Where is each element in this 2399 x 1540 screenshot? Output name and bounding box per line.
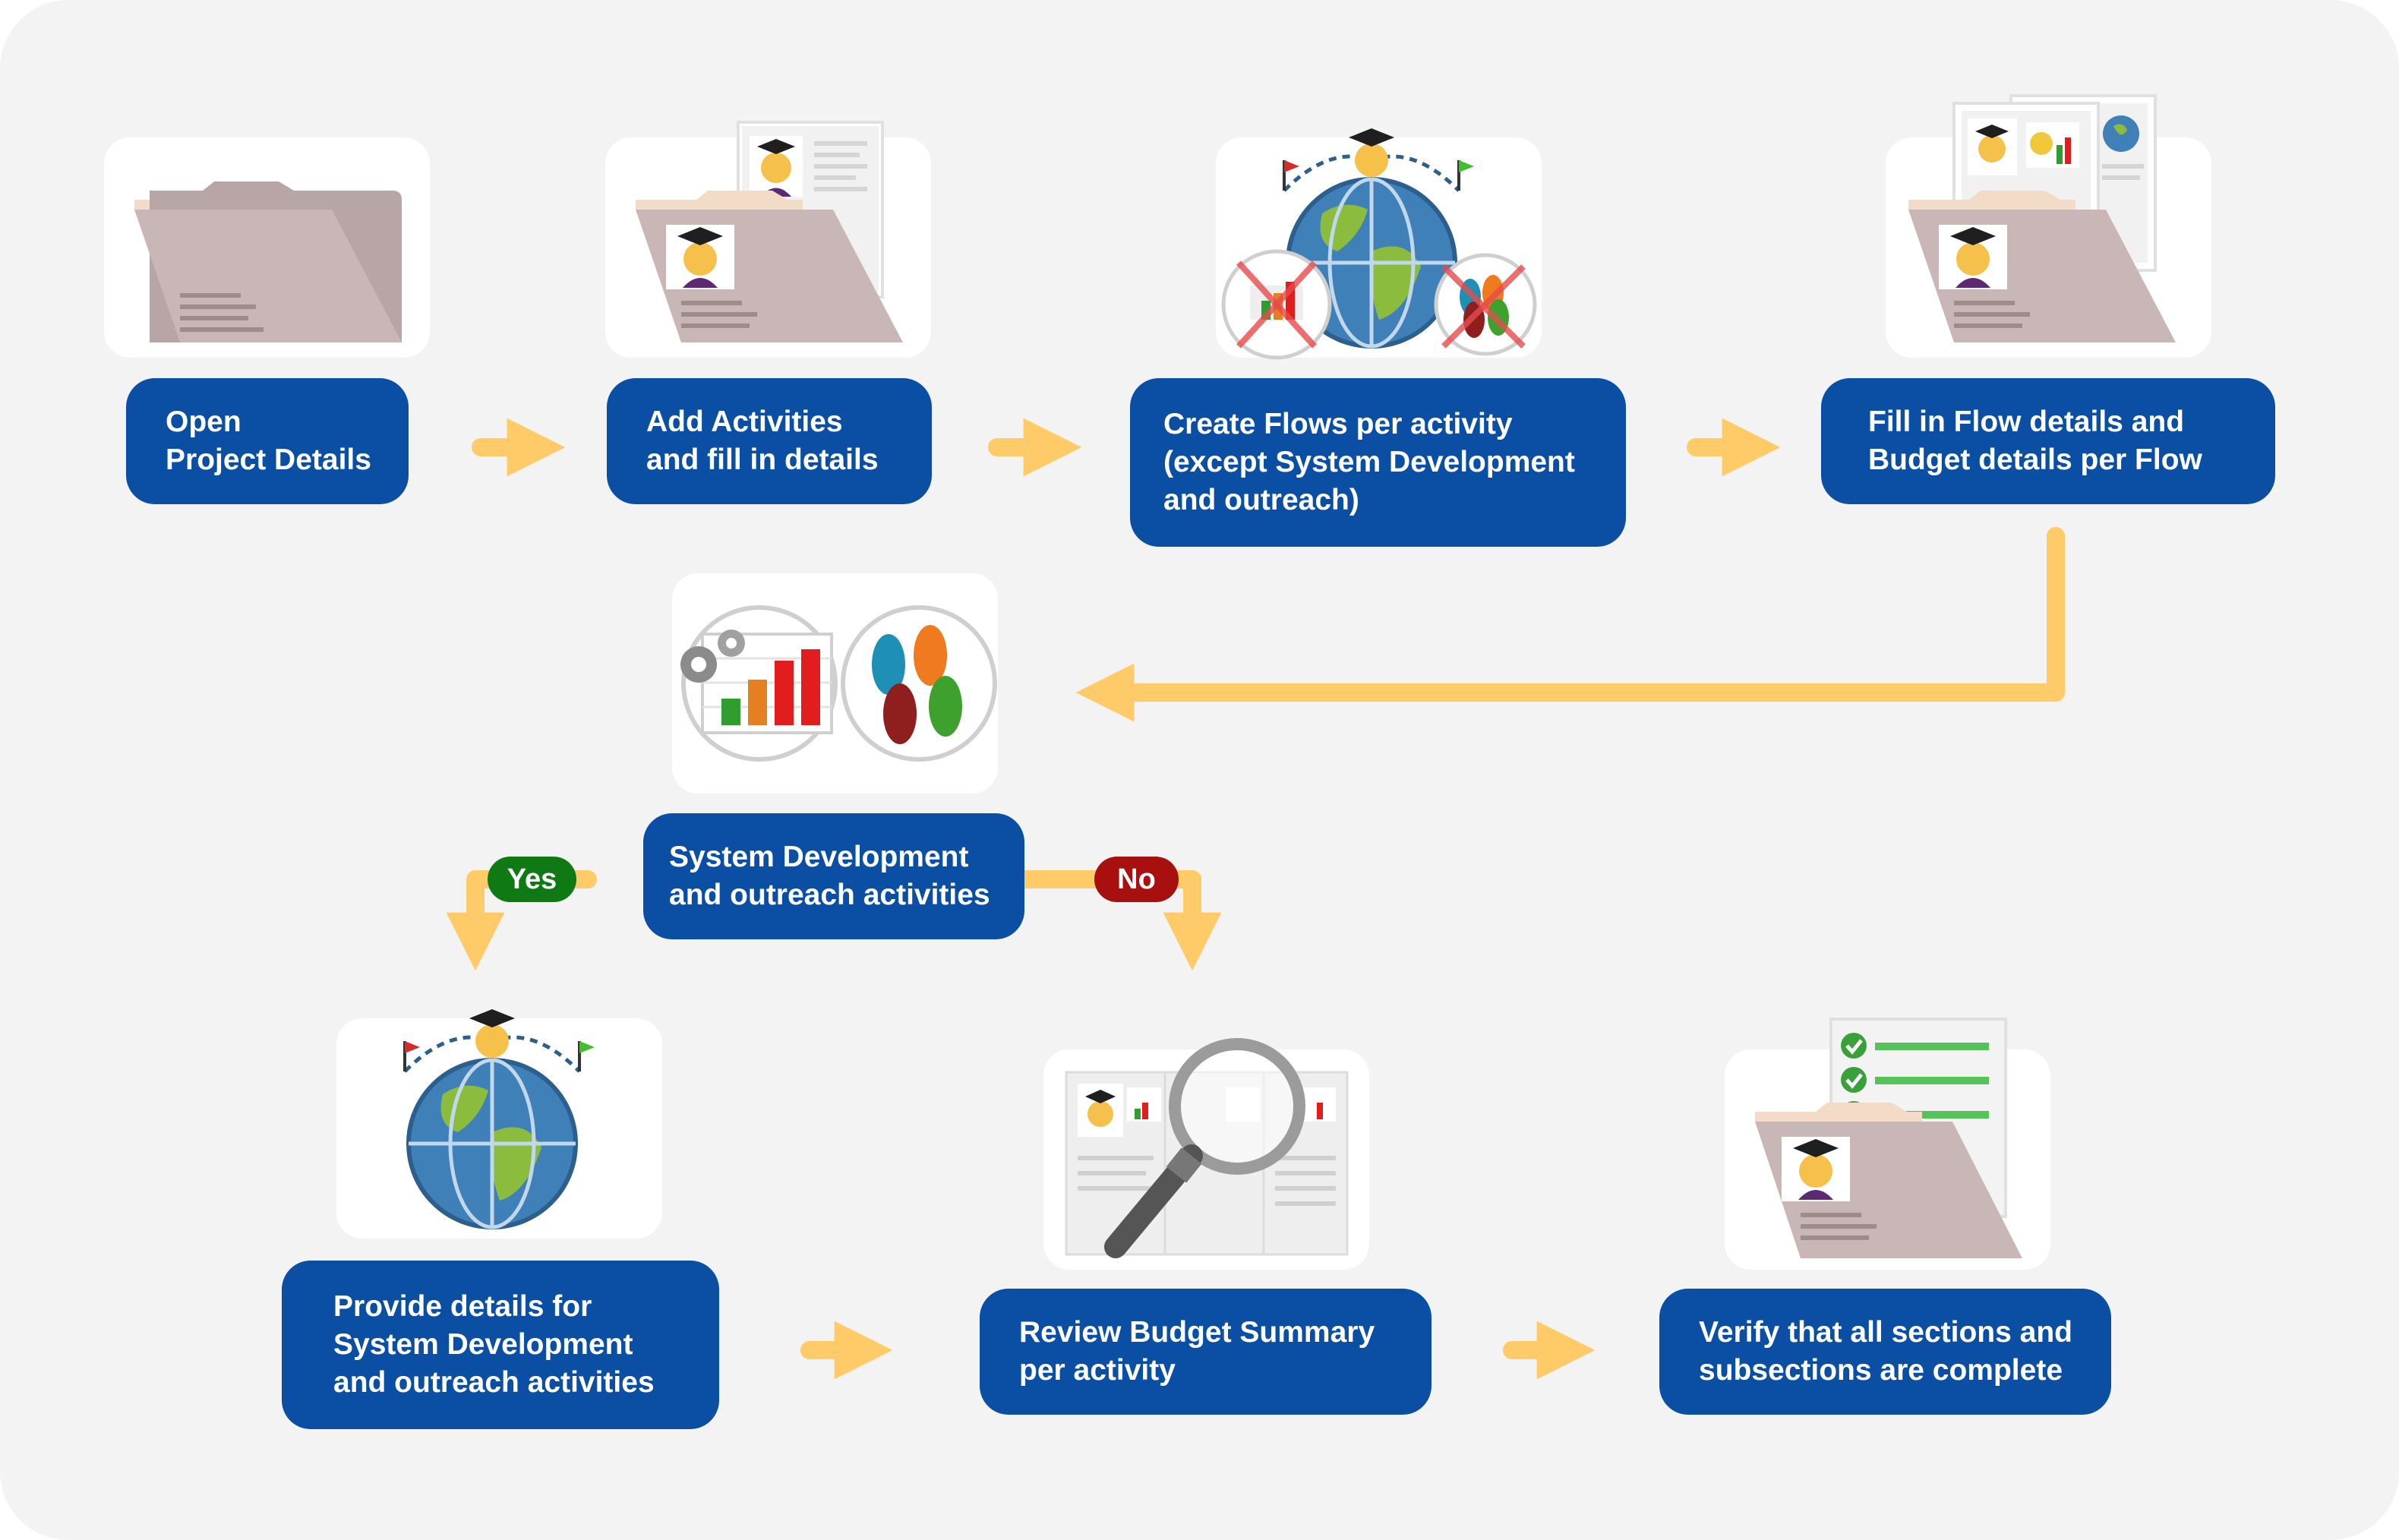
step-text-line: and outreach activities	[669, 879, 990, 911]
step-verify: Verify that all sections and subsections…	[1659, 1289, 2111, 1415]
step-open-project: Open Project Details	[126, 378, 409, 504]
folder-profile-icon	[636, 121, 903, 342]
step-add-activities: Add Activities and fill in details	[607, 378, 932, 504]
step-text-line: Review Budget Summary	[1019, 1316, 1375, 1349]
card-create-flows	[1216, 128, 1542, 360]
step-text-line: subsections are complete	[1699, 1354, 2063, 1387]
step-text-line: System Development	[669, 841, 969, 873]
decision-yes-badge: Yes	[488, 857, 576, 902]
step-sysdev[interactable]: System Development and outreach activiti…	[643, 813, 1024, 939]
card-review-budget	[1043, 1038, 1369, 1270]
card-provide-details	[336, 1009, 662, 1239]
step-text-line: Provide details for	[333, 1290, 592, 1323]
step-text-line: Open	[166, 406, 241, 438]
step-text-line: Fill in Flow details and	[1868, 406, 2185, 438]
arrow-no	[1016, 870, 1222, 971]
step-fill-flow: Fill in Flow details and Budget details …	[1821, 378, 2275, 504]
step-text-line: and outreach activities	[333, 1366, 655, 1399]
step-create-flows: Create Flows per activity (except System…	[1130, 378, 1626, 547]
card-open-project	[104, 137, 430, 358]
globe-graduate-icon	[1221, 128, 1537, 360]
step-text-line: per activity	[1019, 1354, 1176, 1387]
globe-graduate-icon	[403, 1009, 595, 1229]
card-add-activities	[605, 121, 931, 358]
decision-no-badge: No	[1094, 857, 1179, 902]
step-text-line: Budget details per Flow	[1868, 443, 2202, 476]
checklist-folder-icon	[1755, 1018, 2022, 1258]
step-review-budget: Review Budget Summary per activity	[980, 1289, 1432, 1415]
step-provide-details: Provide details for System Development a…	[282, 1261, 719, 1429]
review-illustration	[1065, 1038, 1349, 1258]
step-text-line: System Development	[333, 1328, 633, 1361]
sysdev-illustration	[680, 605, 997, 762]
magnifier-icon	[1104, 1038, 1305, 1258]
raised-hands-icon	[841, 605, 997, 762]
step-text-line: (except System Development	[1163, 446, 1575, 478]
card-fill-flow	[1886, 94, 2211, 358]
step-text-line: Add Activities	[646, 406, 843, 438]
chart-gears-icon	[680, 605, 838, 762]
step-text-line: Project Details	[166, 443, 371, 476]
arrow-return	[1075, 527, 2065, 722]
step-text-line: Verify that all sections and	[1699, 1316, 2072, 1349]
step-text-line: Create Flows per activity	[1163, 408, 1513, 440]
step-text-line: and fill in details	[646, 443, 879, 476]
card-sysdev	[672, 573, 998, 794]
budget-documents-icon	[1908, 94, 2176, 342]
step-text-line: and outreach)	[1163, 484, 1359, 516]
folder-icon	[134, 181, 402, 342]
card-verify	[1725, 1018, 2050, 1270]
